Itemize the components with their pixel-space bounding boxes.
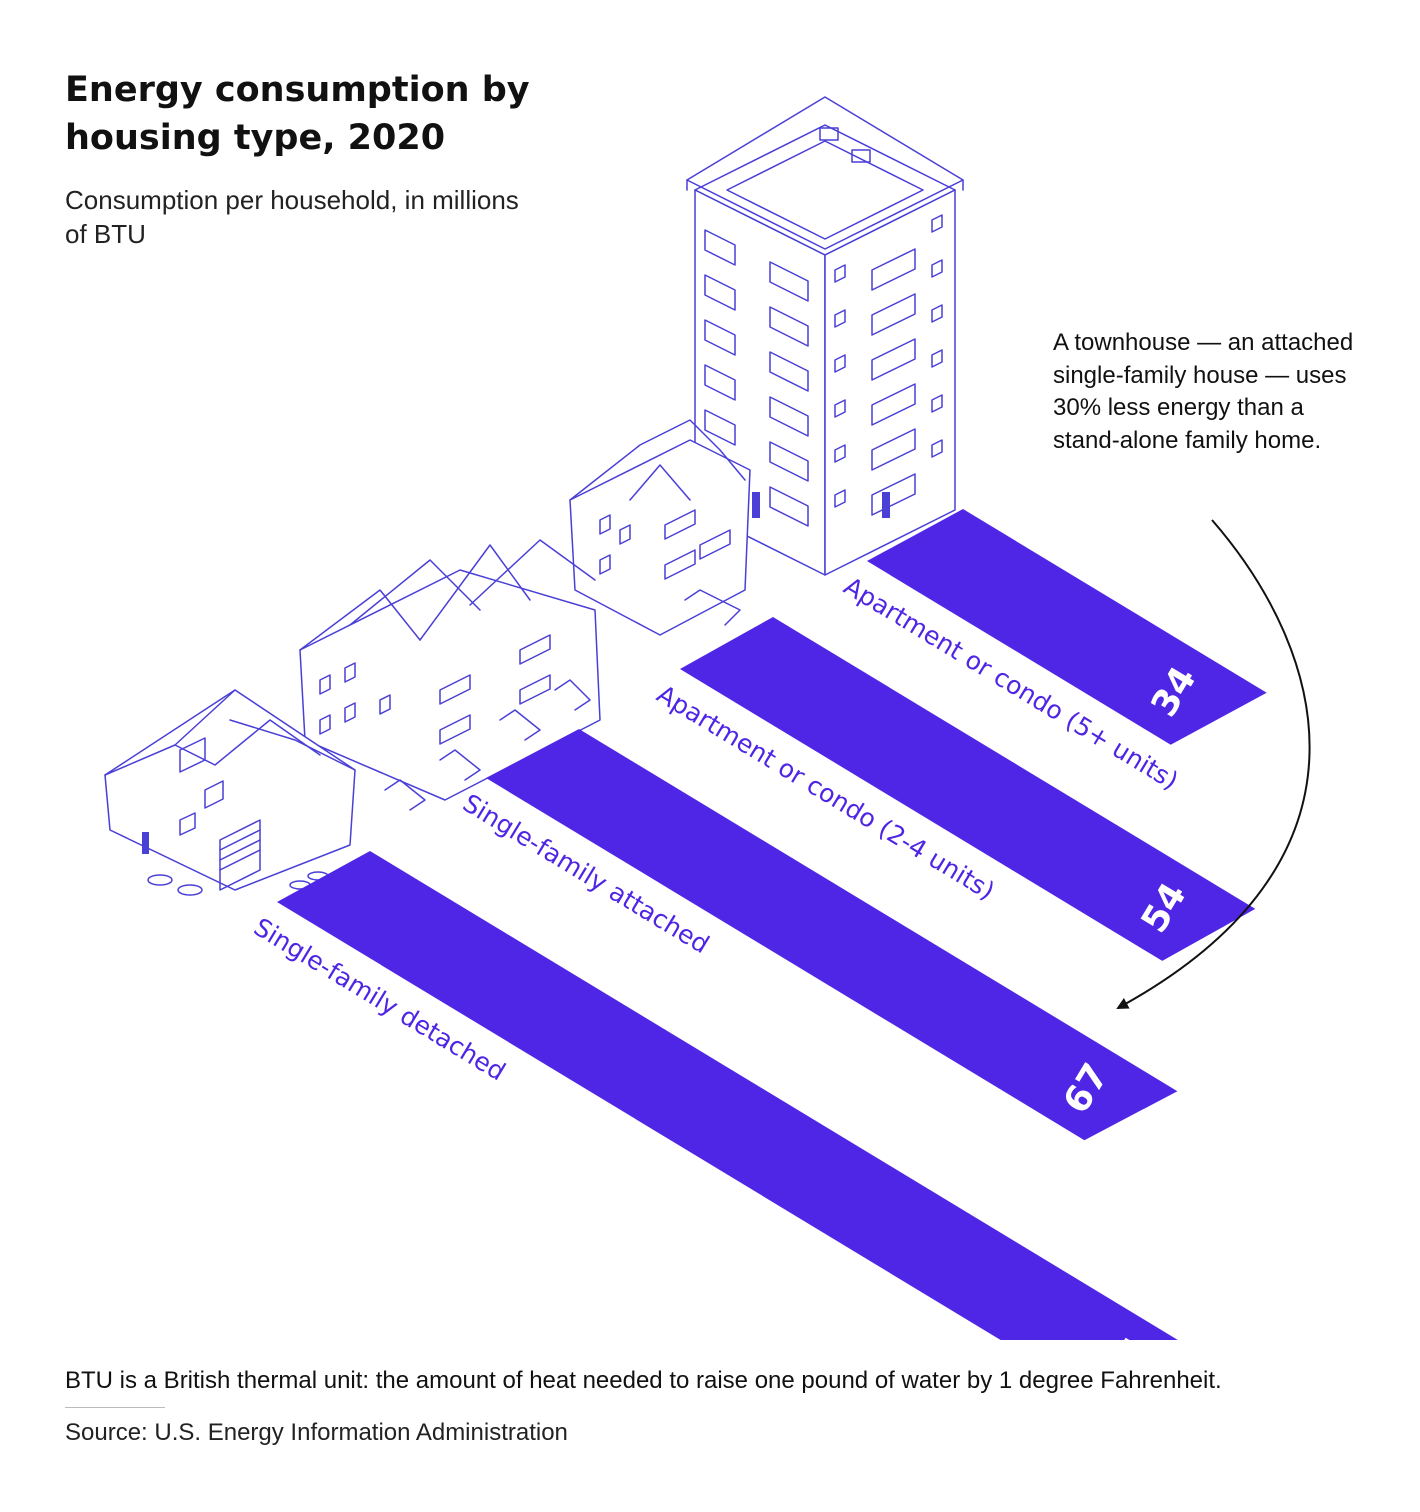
apartment-tower-illustration bbox=[686, 96, 964, 576]
detached-house-illustration bbox=[104, 689, 356, 896]
bar-value-1: 95 bbox=[1097, 1331, 1158, 1340]
footer-divider bbox=[65, 1407, 165, 1408]
bar-4 bbox=[867, 509, 1267, 745]
chart-title: Energy consumption by housing type, 2020 bbox=[65, 70, 530, 158]
source-line: Source: U.S. Energy Information Administ… bbox=[65, 1419, 568, 1446]
townhouse-annotation: A townhouse — an attached single-family … bbox=[1053, 329, 1354, 454]
isometric-bar-chart: 95Single-family detached67Single-family … bbox=[104, 96, 1311, 1340]
chart-subtitle: Consumption per household, in millions o… bbox=[65, 185, 519, 249]
bar-1 bbox=[277, 851, 1178, 1340]
buildings-illustration bbox=[104, 96, 964, 896]
tower-windows bbox=[704, 214, 943, 527]
annotation-arrow bbox=[1116, 519, 1311, 1009]
bar-3 bbox=[680, 617, 1256, 961]
small-apartment-illustration bbox=[569, 419, 751, 636]
btu-footnote: BTU is a British thermal unit: the amoun… bbox=[65, 1367, 1222, 1394]
bar-2 bbox=[486, 729, 1178, 1141]
